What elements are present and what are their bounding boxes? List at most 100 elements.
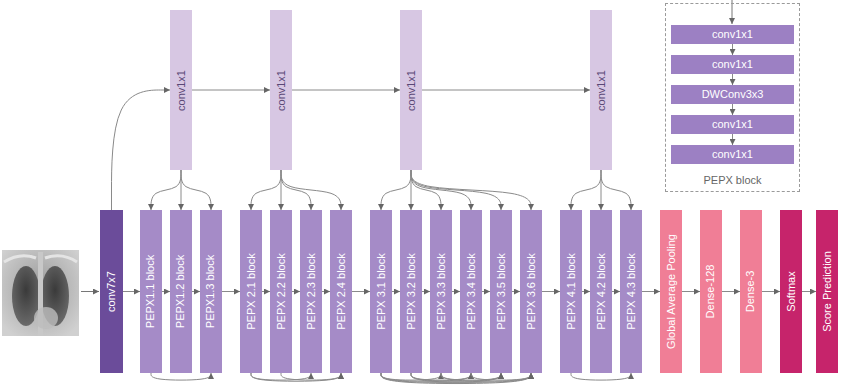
box-label: PEPX 2.3 block xyxy=(306,253,317,329)
connector xyxy=(151,170,181,210)
box-label: Softmax xyxy=(786,271,797,311)
box-label: conv1x1 xyxy=(712,29,753,40)
box-label: PEPX 2.2 block xyxy=(276,253,287,329)
pepx-box: PEPX 3.3 block xyxy=(430,210,452,373)
connector xyxy=(352,291,370,292)
box-label: PEPX1.2 block xyxy=(176,255,187,328)
connector xyxy=(722,291,740,292)
connector xyxy=(192,291,200,292)
connector xyxy=(411,170,441,210)
connector xyxy=(452,291,460,292)
box-label: DWConv3x3 xyxy=(702,89,764,100)
box-label: Global Average Pooling xyxy=(666,234,677,349)
layer-box: DWConv3x3 xyxy=(671,85,794,104)
connector xyxy=(471,373,531,380)
box-label: conv1x1 xyxy=(712,149,753,160)
connector xyxy=(381,373,531,384)
connector xyxy=(262,291,270,292)
connector xyxy=(732,44,733,55)
layer-box: conv1x1 xyxy=(671,25,794,44)
connector xyxy=(582,291,590,292)
connector xyxy=(732,104,733,115)
pepx-box: PEPX 3.2 block xyxy=(400,210,422,373)
connector xyxy=(123,291,140,292)
connector xyxy=(151,373,211,380)
connector xyxy=(422,90,590,91)
dense-box: Dense-3 xyxy=(740,210,762,373)
connector xyxy=(181,170,211,210)
box-label: PEPX 4.3 block xyxy=(626,253,637,329)
pepx-box: PEPX 3.6 block xyxy=(520,210,542,373)
connector xyxy=(642,291,660,292)
pepx-box: PEPX 4.2 block xyxy=(590,210,612,373)
box-label: conv1x1 xyxy=(176,70,187,111)
box-label: PEPX 3.4 block xyxy=(466,253,477,329)
box-label: conv1x1 xyxy=(712,59,753,70)
connector xyxy=(512,291,520,292)
box-label: PEPX 2.4 block xyxy=(336,253,347,329)
stem-conv-box: conv7x7 xyxy=(100,210,123,373)
pepx-box: PEPX 2.2 block xyxy=(270,210,292,373)
box-label: PEPX 2.1 block xyxy=(246,253,257,329)
connector xyxy=(601,170,631,210)
pepx-box: PEPX1.2 block xyxy=(170,210,192,373)
input-arrow xyxy=(81,291,99,292)
box-label: PEPX 3.2 block xyxy=(406,253,417,329)
dense-box: Dense-128 xyxy=(700,210,722,373)
connector xyxy=(441,373,531,381)
box-label: PEPX 4.1 block xyxy=(566,253,577,329)
projection-conv-box: conv1x1 xyxy=(270,10,292,170)
projection-conv-box: conv1x1 xyxy=(590,10,612,170)
connector xyxy=(251,170,281,210)
pepx-box: PEPX 4.3 block xyxy=(620,210,642,373)
box-label: Dense-128 xyxy=(706,265,717,319)
box-label: PEPX 3.3 block xyxy=(436,253,447,329)
connector xyxy=(381,170,411,210)
chest-xray xyxy=(2,250,79,336)
connector xyxy=(192,90,270,91)
pepx-box: PEPX 3.4 block xyxy=(460,210,482,373)
projection-conv-box: conv1x1 xyxy=(170,10,192,170)
box-label: PEPX1.3 block xyxy=(206,255,217,328)
connector xyxy=(411,373,531,382)
box-label: PEPX 3.1 block xyxy=(376,253,387,329)
layer-box: conv1x1 xyxy=(671,55,794,74)
pepx-box: PEPX 3.5 block xyxy=(490,210,512,373)
pepx-box: PEPX1.3 block xyxy=(200,210,222,373)
connector xyxy=(571,373,631,380)
box-label: conv1x1 xyxy=(276,70,287,111)
connector xyxy=(732,74,733,85)
output-box: Softmax xyxy=(780,210,802,373)
connector xyxy=(542,291,560,292)
connector xyxy=(571,170,601,210)
box-label: conv1x1 xyxy=(406,70,417,111)
pepx-box: PEPX 2.3 block xyxy=(300,210,322,373)
box-label: conv1x1 xyxy=(712,119,753,130)
connector xyxy=(392,291,400,292)
box-label: PEPX1.1 block xyxy=(146,255,157,328)
box-label: PEPX block xyxy=(703,175,761,186)
box-label: conv7x7 xyxy=(106,271,117,312)
box-label: Dense-3 xyxy=(746,271,757,313)
connector xyxy=(292,90,400,91)
box-label: PEPX 3.6 block xyxy=(526,253,537,329)
layer-box: conv1x1 xyxy=(671,145,794,164)
connector xyxy=(411,170,501,210)
clavicles xyxy=(4,256,77,262)
connector xyxy=(411,170,531,210)
pepx-box: PEPX1.1 block xyxy=(140,210,162,373)
connector xyxy=(112,90,171,210)
connector xyxy=(802,291,816,292)
dense-box: Global Average Pooling xyxy=(660,210,682,373)
pepx-box: PEPX 2.4 block xyxy=(330,210,352,373)
box-label: PEPX 4.2 block xyxy=(596,253,607,329)
output-box: Score Prediction xyxy=(816,210,838,373)
layer-box: conv1x1 xyxy=(671,115,794,134)
connector xyxy=(162,291,170,292)
box-label: Score Prediction xyxy=(822,251,833,332)
connector xyxy=(222,291,240,292)
projection-conv-box: conv1x1 xyxy=(400,10,422,170)
pepx-box: PEPX 3.1 block xyxy=(370,210,392,373)
